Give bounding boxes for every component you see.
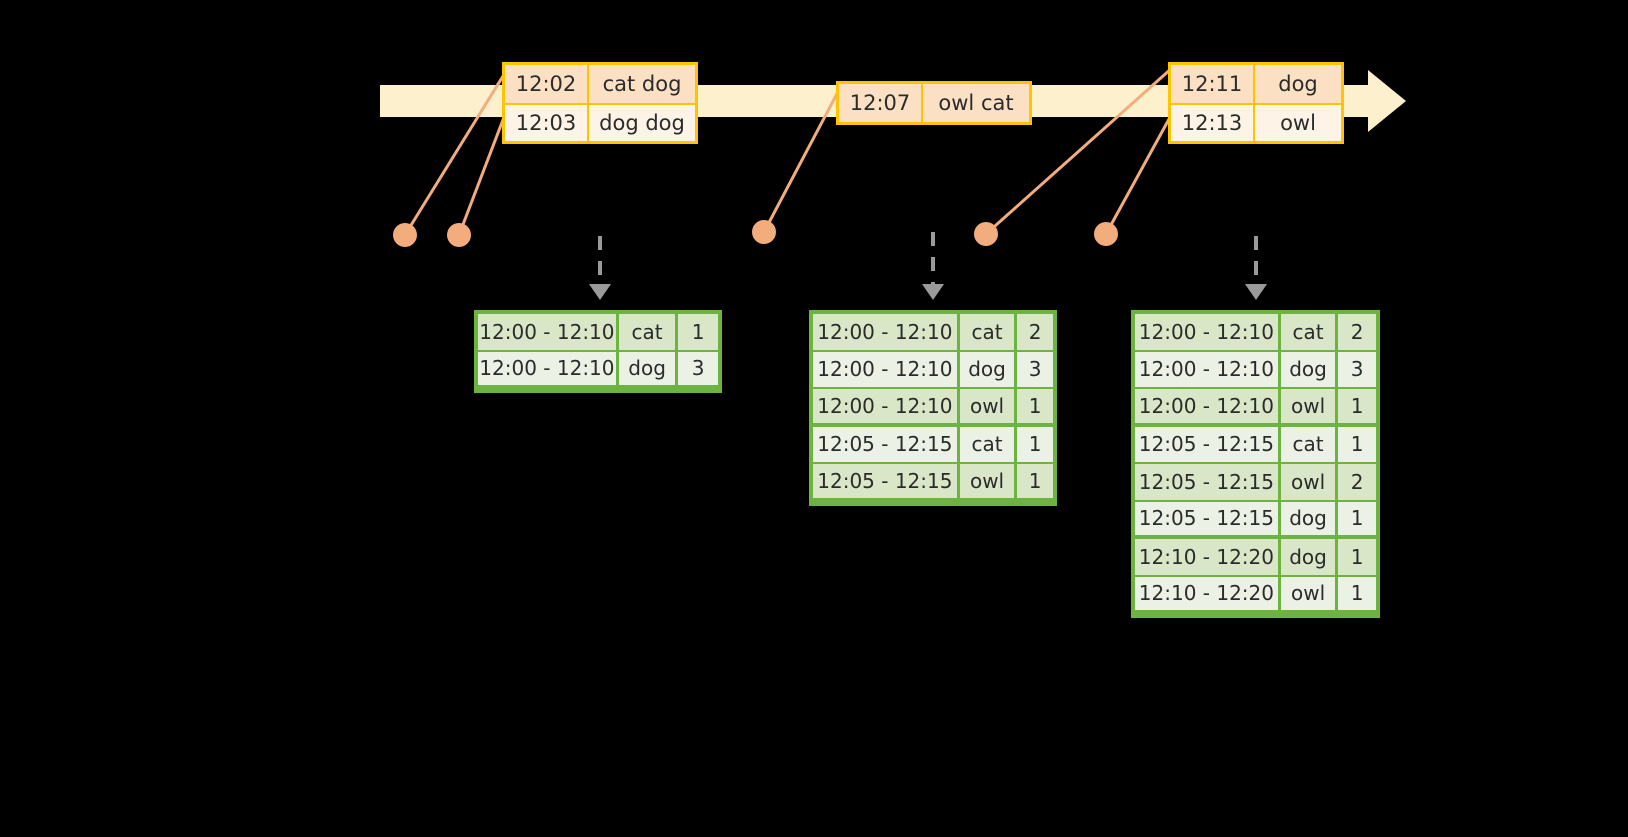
connector-dot (1094, 222, 1118, 246)
count-cell: 1 (1017, 389, 1053, 427)
window-range-cell: 12:05 - 12:15 (1135, 426, 1281, 464)
window-range-cell: 12:00 - 12:10 (1135, 389, 1281, 427)
event-time: 12:03 (505, 105, 589, 141)
event-time: 12:02 (505, 65, 589, 103)
window-range-cell: 12:00 - 12:10 (478, 351, 619, 389)
count-cell: 3 (678, 352, 718, 389)
count-cell: 1 (1338, 427, 1376, 464)
count-cell: 3 (1017, 352, 1053, 389)
event-box: 12:11 dog 12:13 owl (1168, 62, 1344, 144)
count-cell: 1 (1017, 427, 1053, 464)
key-cell: dog (1280, 351, 1339, 389)
event-box: 12:07 owl cat (836, 81, 1032, 125)
window-range-cell: 12:05 - 12:15 (1135, 464, 1281, 502)
window-range-cell: 12:00 - 12:10 (813, 314, 960, 352)
key-cell: dog (618, 351, 679, 389)
key-cell: dog (1280, 539, 1339, 577)
count-cell: 1 (678, 314, 718, 352)
key-cell: cat (959, 314, 1018, 352)
connector-dot (393, 223, 417, 247)
timeline-arrowhead-icon (1368, 70, 1406, 132)
window-range-cell: 12:00 - 12:10 (1135, 351, 1281, 389)
key-cell: cat (1280, 426, 1339, 464)
window-range-cell: 12:00 - 12:10 (813, 351, 960, 389)
key-cell: dog (1280, 501, 1339, 539)
event-time: 12:13 (1171, 105, 1255, 141)
window-range-cell: 12:10 - 12:20 (1135, 539, 1281, 577)
count-cell: 2 (1338, 464, 1376, 502)
key-cell: owl (1280, 389, 1339, 427)
key-cell: owl (1280, 576, 1339, 614)
event-words: dog dog (599, 111, 685, 135)
window-range-cell: 12:10 - 12:20 (1135, 576, 1281, 614)
event-words: dog (1278, 72, 1318, 96)
event-time: 12:11 (1171, 65, 1255, 103)
count-cell: 2 (1017, 314, 1053, 352)
event-row: 12:13 owl (1171, 103, 1341, 141)
window-range-cell: 12:00 - 12:10 (478, 314, 619, 352)
connector-dot (447, 223, 471, 247)
event-words: owl (1280, 111, 1316, 135)
dashed-arrow-head-icon (589, 284, 611, 300)
event-box: 12:02 cat dog 12:03 dog dog (502, 62, 698, 144)
connector-dot (974, 222, 998, 246)
window-range-cell: 12:05 - 12:15 (813, 426, 960, 464)
event-row: 12:03 dog dog (505, 103, 695, 141)
count-cell: 2 (1338, 314, 1376, 352)
count-cell: 3 (1338, 352, 1376, 389)
connector-line (457, 111, 508, 236)
window-range-cell: 12:05 - 12:15 (1135, 501, 1281, 539)
connector-line (1104, 109, 1176, 235)
key-cell: cat (1280, 314, 1339, 352)
event-time: 12:07 (839, 84, 923, 122)
key-cell: owl (959, 389, 1018, 427)
event-words: cat dog (602, 72, 682, 96)
dashed-arrow-head-icon (922, 284, 944, 300)
key-cell: owl (959, 464, 1018, 502)
count-cell: 1 (1017, 464, 1053, 502)
event-row: 12:11 dog (1171, 65, 1341, 103)
count-cell: 1 (1338, 577, 1376, 614)
dashed-arrow-head-icon (1245, 284, 1267, 300)
key-cell: dog (959, 351, 1018, 389)
window-range-cell: 12:00 - 12:10 (1135, 314, 1281, 352)
count-cell: 1 (1338, 502, 1376, 539)
window-range-cell: 12:05 - 12:15 (813, 464, 960, 502)
window-range-cell: 12:00 - 12:10 (813, 389, 960, 427)
count-cell: 1 (1338, 539, 1376, 577)
key-cell: cat (618, 314, 679, 352)
event-words: owl cat (938, 91, 1014, 115)
key-cell: cat (959, 426, 1018, 464)
event-row: 12:07 owl cat (839, 84, 1029, 122)
key-cell: owl (1280, 464, 1339, 502)
event-row: 12:02 cat dog (505, 65, 695, 103)
count-cell: 1 (1338, 389, 1376, 427)
connector-dot (752, 220, 776, 244)
